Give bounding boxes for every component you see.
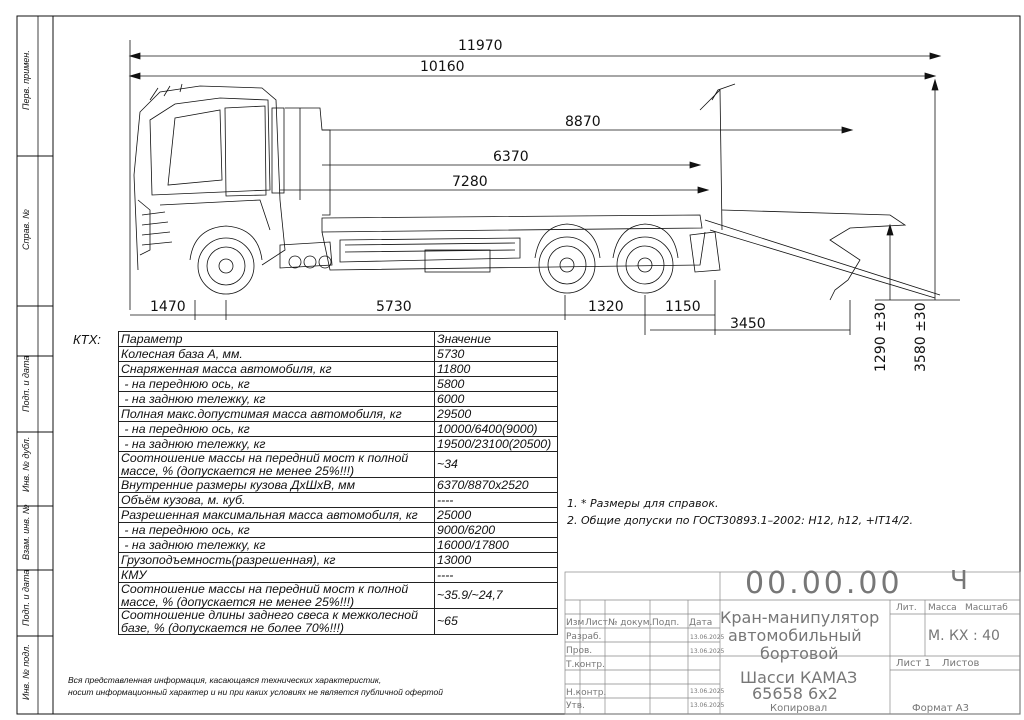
product-line-2: автомобильный [728, 626, 862, 645]
spec-row: Разрешенная максимальная масса автомобил… [118, 507, 558, 523]
body-outline [279, 83, 941, 301]
label-kopiroval: Копировал [770, 703, 828, 714]
spec-param-cell: Соотношение массы на передний мост к пол… [118, 582, 435, 609]
spec-param-cell: - на заднюю тележку, кг [118, 391, 435, 407]
dim-overall-length: 11970 [458, 38, 503, 54]
spec-param-cell: Внутренние размеры кузова ДхШхВ, мм [118, 477, 435, 493]
product-line-1: Кран-манипулятор [720, 608, 880, 627]
bottom-dimension-lines [130, 78, 960, 335]
label-masshtab: Масштаб [965, 603, 1008, 613]
date-nkontr: 13.06.2025 [690, 688, 725, 695]
date-prov: 13.06.2025 [690, 648, 725, 655]
col-date: Дата [689, 618, 713, 628]
spec-param-cell: Полная макс.допустимая масса автомобиля,… [118, 406, 435, 422]
label-utv: Утв. [566, 701, 585, 711]
spec-value-cell: 5730 [434, 346, 558, 362]
label-lit: Лит. [896, 603, 917, 613]
label-massa: Масса [928, 603, 957, 613]
dim-1150: 1150 [665, 299, 701, 315]
spec-row: Колесная база А, мм.5730 [118, 346, 558, 362]
spec-param-cell: - на заднюю тележку, кг [118, 537, 435, 553]
label-tkontr: Т.контр. [566, 660, 606, 670]
spec-row: Соотношение длины заднего свеса к межкол… [118, 608, 558, 635]
wheels [189, 223, 679, 295]
col-sign: Подп. [652, 618, 680, 628]
spec-value-cell: 10000/6400(9000) [434, 421, 558, 437]
disclaimer-line-1: Вся представленная информация, касающаяс… [68, 675, 382, 685]
dim-rear-overhang: 3450 [730, 316, 766, 332]
note-1: 1. * Размеры для справок. [567, 497, 719, 510]
col-izm: Изм [566, 618, 585, 628]
spec-value-cell: ~34 [434, 451, 558, 478]
chassis-line-1: Шасси КАМАЗ [740, 668, 858, 687]
ktx-label: КТХ: [73, 332, 101, 347]
label-nkontr: Н.контр. [566, 688, 607, 698]
doc-number: 00.00.00 [745, 566, 903, 601]
label-razrab: Разраб. [566, 632, 602, 642]
dim-8870: 8870 [565, 114, 601, 130]
col-list: Лист [585, 618, 608, 628]
scale-value: М. КХ : 40 [928, 628, 1000, 644]
date-razrab: 13.06.2025 [690, 634, 725, 641]
date-utv: 13.06.2025 [690, 702, 725, 709]
spec-row: Соотношение массы на передний мост к пол… [118, 451, 558, 478]
spec-param-cell: Соотношение массы на передний мост к пол… [118, 451, 435, 478]
spec-value-cell: 6370/8870х2520 [434, 477, 558, 493]
dim-6370: 6370 [493, 149, 529, 165]
dim-wheelbase: 5730 [376, 299, 412, 315]
cab-outline [133, 83, 286, 271]
spec-param-cell: Соотношение длины заднего свеса к межкол… [118, 608, 435, 635]
disclaimer-line-2: носит информационный характер и ни при к… [68, 687, 443, 697]
doc-suffix: Ч [950, 566, 968, 596]
sheet-number: Лист 1 [896, 658, 931, 669]
spec-row: Полная макс.допустимая масса автомобиля,… [118, 406, 558, 422]
col-doc: № докум. [608, 618, 653, 628]
spec-value-cell: 16000/17800 [434, 537, 558, 553]
note-2: 2. Общие допуски по ГОСТ30893.1–2002: Н1… [567, 514, 913, 527]
spec-value-cell: ~35.9/~24,7 [434, 582, 558, 609]
dim-10160: 10160 [420, 59, 465, 75]
dim-bogie-spacing: 1320 [588, 299, 624, 315]
dim-front-overhang: 1470 [150, 299, 186, 315]
spec-row: Соотношение массы на передний мост к пол… [118, 582, 558, 609]
sheets-count: Листов [942, 658, 980, 669]
dim-7280: 7280 [452, 174, 488, 190]
spec-param-cell: Разрешенная максимальная масса автомобил… [118, 507, 435, 523]
spec-value-cell: 9000/6200 [434, 522, 558, 538]
chassis-line-2: 65658 6х2 [752, 684, 838, 703]
label-prov: Пров. [566, 646, 593, 656]
spec-value-cell: ~65 [434, 608, 558, 635]
top-dimension-lines [128, 40, 942, 310]
product-line-3: бортовой [760, 644, 839, 663]
label-format: Формат А3 [912, 703, 969, 714]
